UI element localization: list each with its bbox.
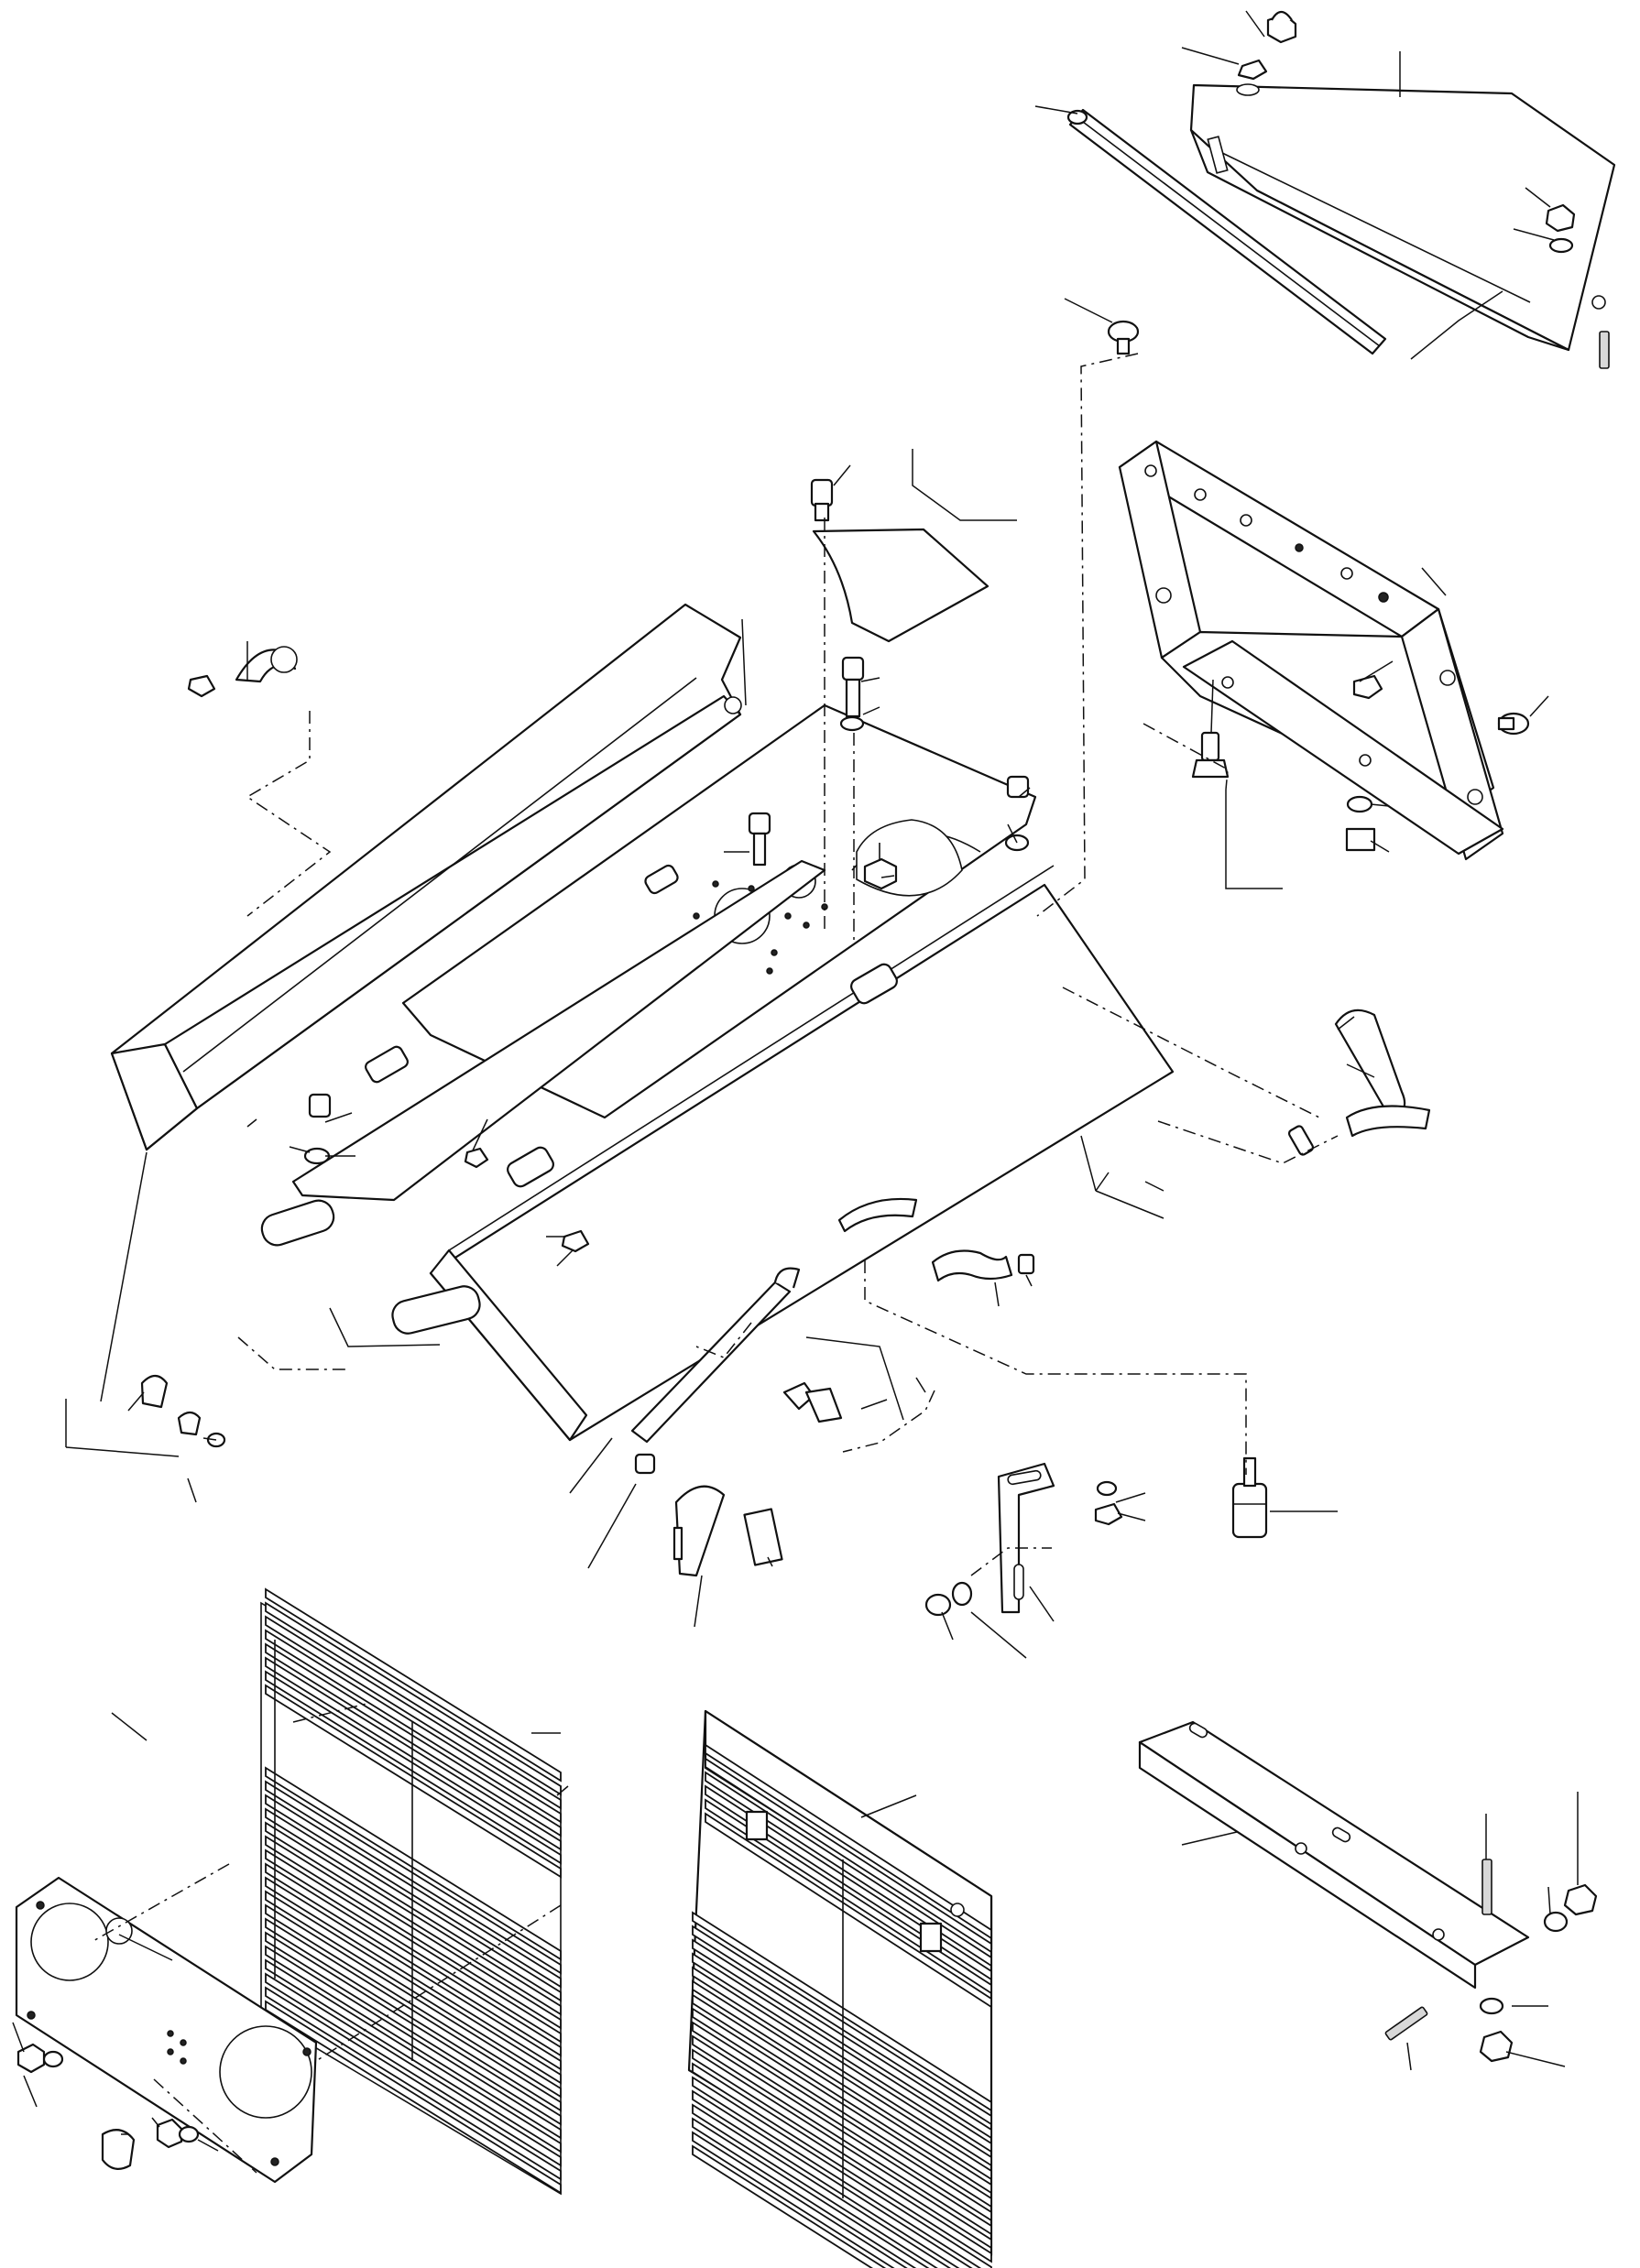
leader-lines: [12, 10, 1579, 2152]
front-grille-right: [687, 1709, 993, 2268]
radiator-mounting-bracket: [1118, 440, 1504, 861]
grille-slat: [692, 2007, 992, 2208]
lower-bracket-fasteners: [1384, 1859, 1598, 2063]
grille-slat: [265, 1780, 562, 1975]
grille-slat: [692, 1938, 992, 2140]
front-grille-left: [260, 1587, 562, 2196]
cap-nut-top: [1236, 10, 1297, 96]
grille-slat: [705, 1812, 992, 2009]
grille-slat: [692, 1952, 992, 2154]
grille-slat: [265, 1684, 562, 1879]
grille-slat: [265, 1642, 562, 1837]
grille-slat: [705, 1771, 992, 1968]
lamp-plate-fasteners: [16, 2043, 200, 2170]
grille-slat: [265, 1876, 562, 2071]
grille-slat: [692, 2103, 952, 2268]
grille-slat: [692, 2062, 992, 2263]
grille-slat: [265, 1862, 562, 2057]
lamp-mounting-plate: [15, 1876, 318, 2184]
handle-assembly: [931, 1009, 1431, 1282]
grille-slat: [705, 1757, 992, 1954]
grille-slat: [265, 1848, 562, 2044]
door-latch-assembly: [630, 1267, 843, 1577]
pin-latch: [672, 1526, 683, 1561]
grille-slat: [692, 2131, 908, 2268]
grille-slat: [265, 1821, 562, 2016]
hood-front-door: [429, 865, 1175, 1442]
grille-slat: [692, 1911, 992, 2112]
nut-washer-right: [1545, 203, 1610, 369]
grille-slat: [692, 2034, 992, 2236]
grille-slat: [265, 1670, 562, 1865]
grille-slat: [265, 1986, 562, 2181]
grille-slat: [692, 2076, 992, 2268]
left-top-fittings: [187, 646, 298, 698]
grille-slat: [265, 1835, 562, 2030]
grille-slat: [265, 1931, 562, 2126]
latch-bracket: [924, 1462, 1123, 1617]
hood-hinge-left-lower: [291, 859, 826, 1202]
top-cowl-panel: [1189, 83, 1616, 352]
grille-slat: [692, 1925, 992, 2126]
grille-slat: [692, 1979, 992, 2181]
shim-plate: [810, 478, 989, 643]
hood-center-bolts: [748, 656, 1030, 867]
grille-slat: [265, 1615, 562, 1810]
adjuster-knob: [1231, 1456, 1268, 1539]
grille-slat: [265, 1794, 562, 1989]
grille-slat: [265, 1629, 562, 1824]
grille-slat: [692, 1966, 992, 2167]
grille-slat: [705, 1743, 992, 1940]
grille-slat: [692, 2144, 887, 2268]
left-lower-fittings: [140, 1093, 590, 1448]
grille-slat: [265, 1958, 562, 2154]
grille-slat: [692, 2021, 992, 2222]
grille-slat: [265, 1656, 562, 1851]
grille-slat: [265, 1766, 562, 1961]
grille-slat: [692, 2048, 992, 2250]
grille-slat: [265, 1945, 562, 2140]
grille-slat: [692, 2089, 973, 2268]
stud-right: [1599, 331, 1610, 369]
assembly-centerlines: [91, 353, 1339, 2174]
hood-left-side-panel: [110, 603, 742, 1151]
rubber-seal-strip: [1066, 108, 1387, 355]
lower-support-bracket: [1138, 1720, 1530, 1990]
grille-slat: [692, 1993, 992, 2195]
grille-slat: [265, 1972, 562, 2167]
grille-slat: [265, 1601, 562, 1796]
grille-left-slats: [265, 1587, 562, 2195]
hinge-pin-tubes: [260, 1199, 481, 1335]
grille-slat: [265, 1903, 562, 2099]
mushroom-bolt: [1107, 320, 1530, 736]
grille-slat: [265, 1917, 562, 2112]
grille-right-slats: [692, 1743, 992, 2268]
grille-slat: [265, 1890, 562, 2085]
grille-slat: [265, 1587, 562, 1783]
grille-slat: [692, 2117, 930, 2268]
grille-slat: [265, 2000, 562, 2195]
